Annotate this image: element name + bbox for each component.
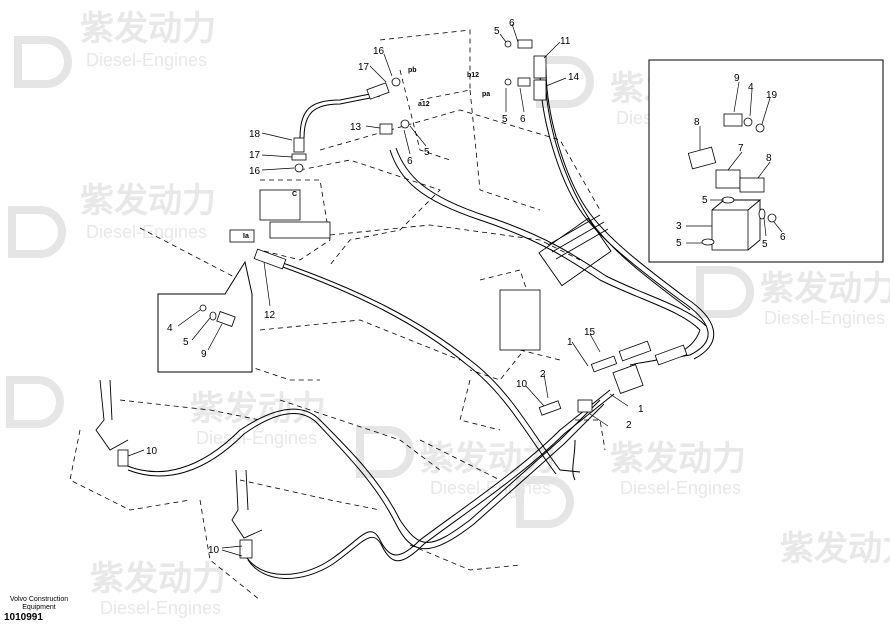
- inset-label: 9: [734, 73, 740, 84]
- port-label: a12: [418, 101, 430, 108]
- inset-fitting-detail: 4 5 9: [157, 260, 253, 373]
- brand-caption: Volvo Construction Equipment: [9, 596, 69, 611]
- callout-label: 16: [249, 166, 261, 177]
- main-callouts: 16 17 18 17 16 13 6 5 5 6 11 14 6 5 12 1…: [146, 18, 644, 556]
- watermark-cn: 紫发动力: [90, 560, 226, 598]
- callout-label: 5: [424, 147, 430, 158]
- control-valve-block: [538, 214, 612, 287]
- inset-label: 5: [676, 238, 682, 249]
- inset-label: 6: [780, 232, 786, 243]
- port-markings: b12 pa a12 pb Ia C: [243, 67, 490, 240]
- port-label: pb: [408, 67, 417, 74]
- callout-label: 15: [584, 327, 596, 338]
- watermark-cn: 紫发动力: [760, 270, 890, 308]
- inset-label: 4: [167, 323, 173, 334]
- inset-label: 5: [702, 195, 708, 206]
- callout-label: 14: [568, 72, 580, 83]
- callout-label: 17: [358, 62, 370, 73]
- callout-label: 10: [208, 545, 220, 556]
- callout-label: 11: [560, 36, 571, 47]
- port-label: C: [292, 191, 297, 198]
- callout-label: 6: [520, 114, 526, 125]
- callout-label: 2: [540, 369, 546, 380]
- watermark-cn: 紫发动力: [780, 530, 890, 568]
- inset-label: 5: [183, 337, 189, 348]
- watermark-en: Diesel-Engines: [86, 50, 207, 70]
- watermark-en: Diesel-Engines: [620, 478, 741, 498]
- callout-label: 18: [249, 129, 261, 140]
- watermark-en: Diesel-Engines: [196, 428, 317, 448]
- watermark-en: Diesel-Engines: [764, 308, 885, 328]
- callout-label: 10: [516, 379, 528, 390]
- inset-label: 9: [201, 349, 207, 360]
- watermark-cn: 紫发动力: [190, 390, 326, 428]
- callout-label: 6: [509, 18, 515, 29]
- inset-label: 8: [766, 153, 772, 164]
- callout-label: 1: [638, 404, 644, 415]
- inset-label: 4: [748, 82, 754, 93]
- callout-label: 10: [146, 446, 158, 457]
- port-label: Ia: [243, 233, 249, 240]
- callout-label: 16: [373, 46, 385, 57]
- machine-outline: [69, 29, 606, 601]
- callout-label: 6: [407, 156, 413, 167]
- part-code: 1010991: [4, 612, 43, 623]
- port-label: pa: [482, 91, 490, 98]
- watermark-cn: 紫发动力: [80, 10, 216, 48]
- callout-label: 5: [494, 26, 500, 37]
- callout-label: 13: [350, 122, 362, 133]
- inset-label: 5: [762, 239, 768, 250]
- watermark-cn: 紫发动力: [610, 440, 746, 478]
- watermark-cn: 紫发动力: [80, 182, 216, 220]
- callout-label: 17: [249, 150, 261, 161]
- watermark-en: Diesel-Engines: [100, 598, 221, 618]
- callout-label: 2: [626, 420, 632, 431]
- callout-label: 1: [567, 337, 573, 348]
- watermark-en: Diesel-Engines: [86, 222, 207, 242]
- fittings: [95, 39, 688, 559]
- callout-label: 5: [502, 114, 508, 125]
- callout-label: 12: [264, 310, 276, 321]
- inset-label: 7: [738, 143, 744, 154]
- inset-label: 3: [676, 221, 682, 232]
- inset-label: 19: [766, 90, 778, 101]
- leader-lines: [127, 23, 629, 557]
- port-label: b12: [467, 72, 479, 79]
- inset-label: 8: [694, 117, 700, 128]
- inset-valve-detail: 9 4 19 8 7 8 5 3 5 5 6: [648, 59, 884, 263]
